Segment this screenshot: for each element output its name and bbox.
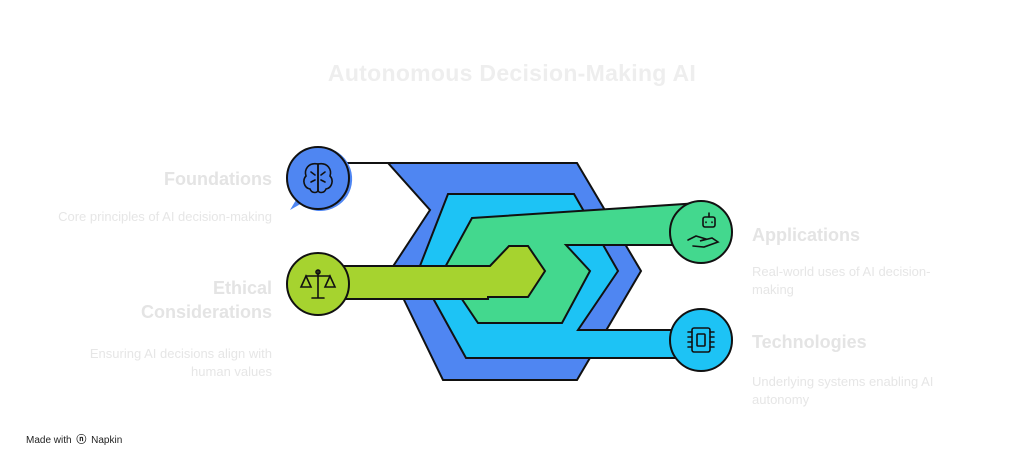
diagram-title: Autonomous Decision-Making AI xyxy=(327,60,697,86)
technologies-title: Technologies xyxy=(752,332,867,352)
ethical-title: Ethical Considerations xyxy=(140,278,272,322)
watermark-brand: Napkin xyxy=(91,435,123,446)
applications-band xyxy=(441,201,701,324)
technologies-description: Underlying systems enabling AI autonomy xyxy=(752,374,934,407)
applications-node xyxy=(669,200,733,264)
napkin-logo-icon: ⓝ xyxy=(76,435,87,446)
technologies-node xyxy=(669,308,733,372)
ethical-band xyxy=(317,245,547,300)
applications-description: Real-world uses of AI decision-making xyxy=(752,264,931,297)
chip-icon xyxy=(687,327,715,353)
scales-icon xyxy=(299,269,337,299)
robot-hand-icon xyxy=(687,212,720,248)
foundations-description: Core principles of AI decision-making xyxy=(58,209,272,224)
applications-title: Applications xyxy=(752,225,861,245)
brain-icon xyxy=(303,162,333,194)
made-with-napkin-watermark[interactable]: Made with ⓝ Napkin xyxy=(26,431,122,446)
ethical-description: Ensuring AI decisions align with human v… xyxy=(89,346,272,379)
foundations-node xyxy=(286,146,353,211)
foundations-title: Foundations xyxy=(164,169,272,189)
watermark-prefix: Made with xyxy=(26,435,72,446)
